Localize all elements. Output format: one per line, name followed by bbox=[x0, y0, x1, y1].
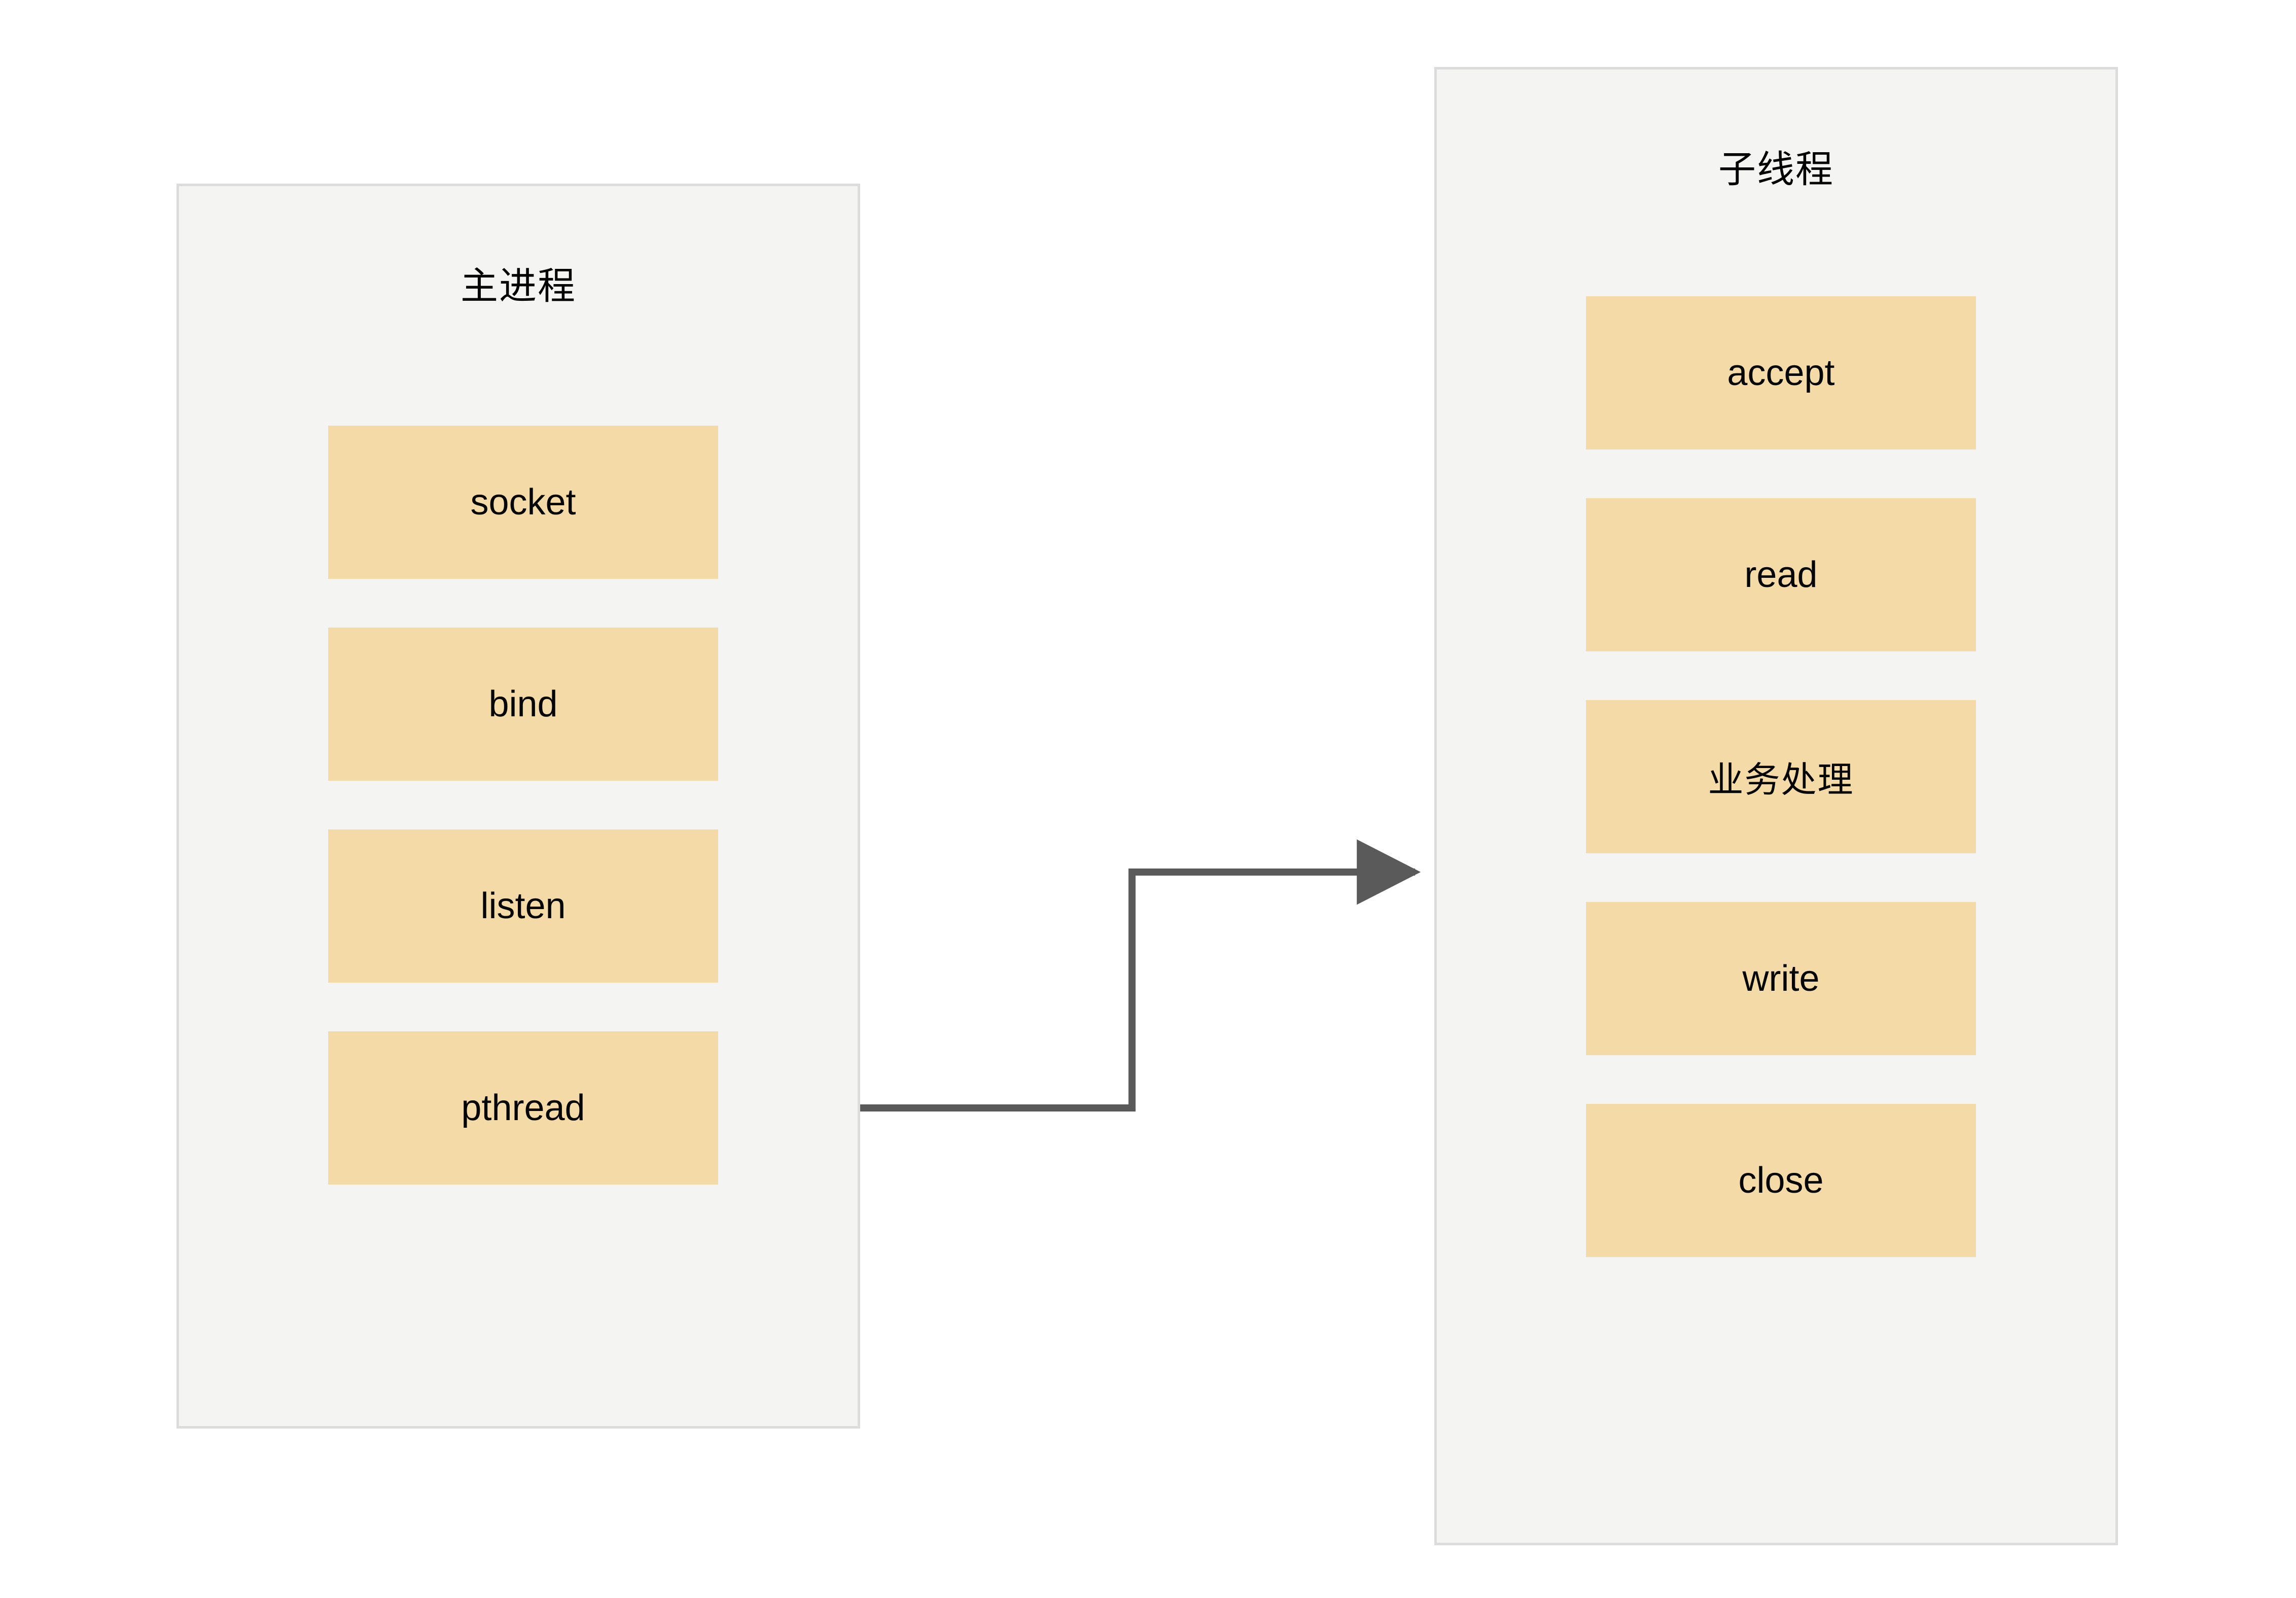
node-socket[interactable]: socket bbox=[328, 426, 718, 579]
node-label-business-processing: 业务处理 bbox=[1708, 759, 1854, 800]
node-label-accept: accept bbox=[1727, 353, 1835, 393]
node-label-listen: listen bbox=[480, 886, 566, 926]
node-label-read: read bbox=[1744, 554, 1818, 595]
node-label-pthread: pthread bbox=[461, 1088, 585, 1128]
node-read[interactable]: read bbox=[1586, 498, 1976, 651]
panel-title-child-thread: 子线程 bbox=[1718, 148, 1834, 190]
node-label-socket: socket bbox=[470, 482, 576, 523]
node-pthread[interactable]: pthread bbox=[328, 1031, 718, 1185]
node-bind[interactable]: bind bbox=[328, 628, 718, 781]
node-business-processing[interactable]: 业务处理 bbox=[1586, 700, 1976, 853]
panel-title-main-process: 主进程 bbox=[461, 265, 576, 307]
node-label-close: close bbox=[1738, 1160, 1824, 1201]
node-label-write: write bbox=[1742, 958, 1820, 999]
node-close[interactable]: close bbox=[1586, 1104, 1976, 1257]
panel-main-process: 主进程 bbox=[176, 184, 860, 1429]
node-accept[interactable]: accept bbox=[1586, 296, 1976, 449]
node-write[interactable]: write bbox=[1586, 902, 1976, 1055]
node-listen[interactable]: listen bbox=[328, 829, 718, 983]
node-label-bind: bind bbox=[488, 684, 558, 724]
